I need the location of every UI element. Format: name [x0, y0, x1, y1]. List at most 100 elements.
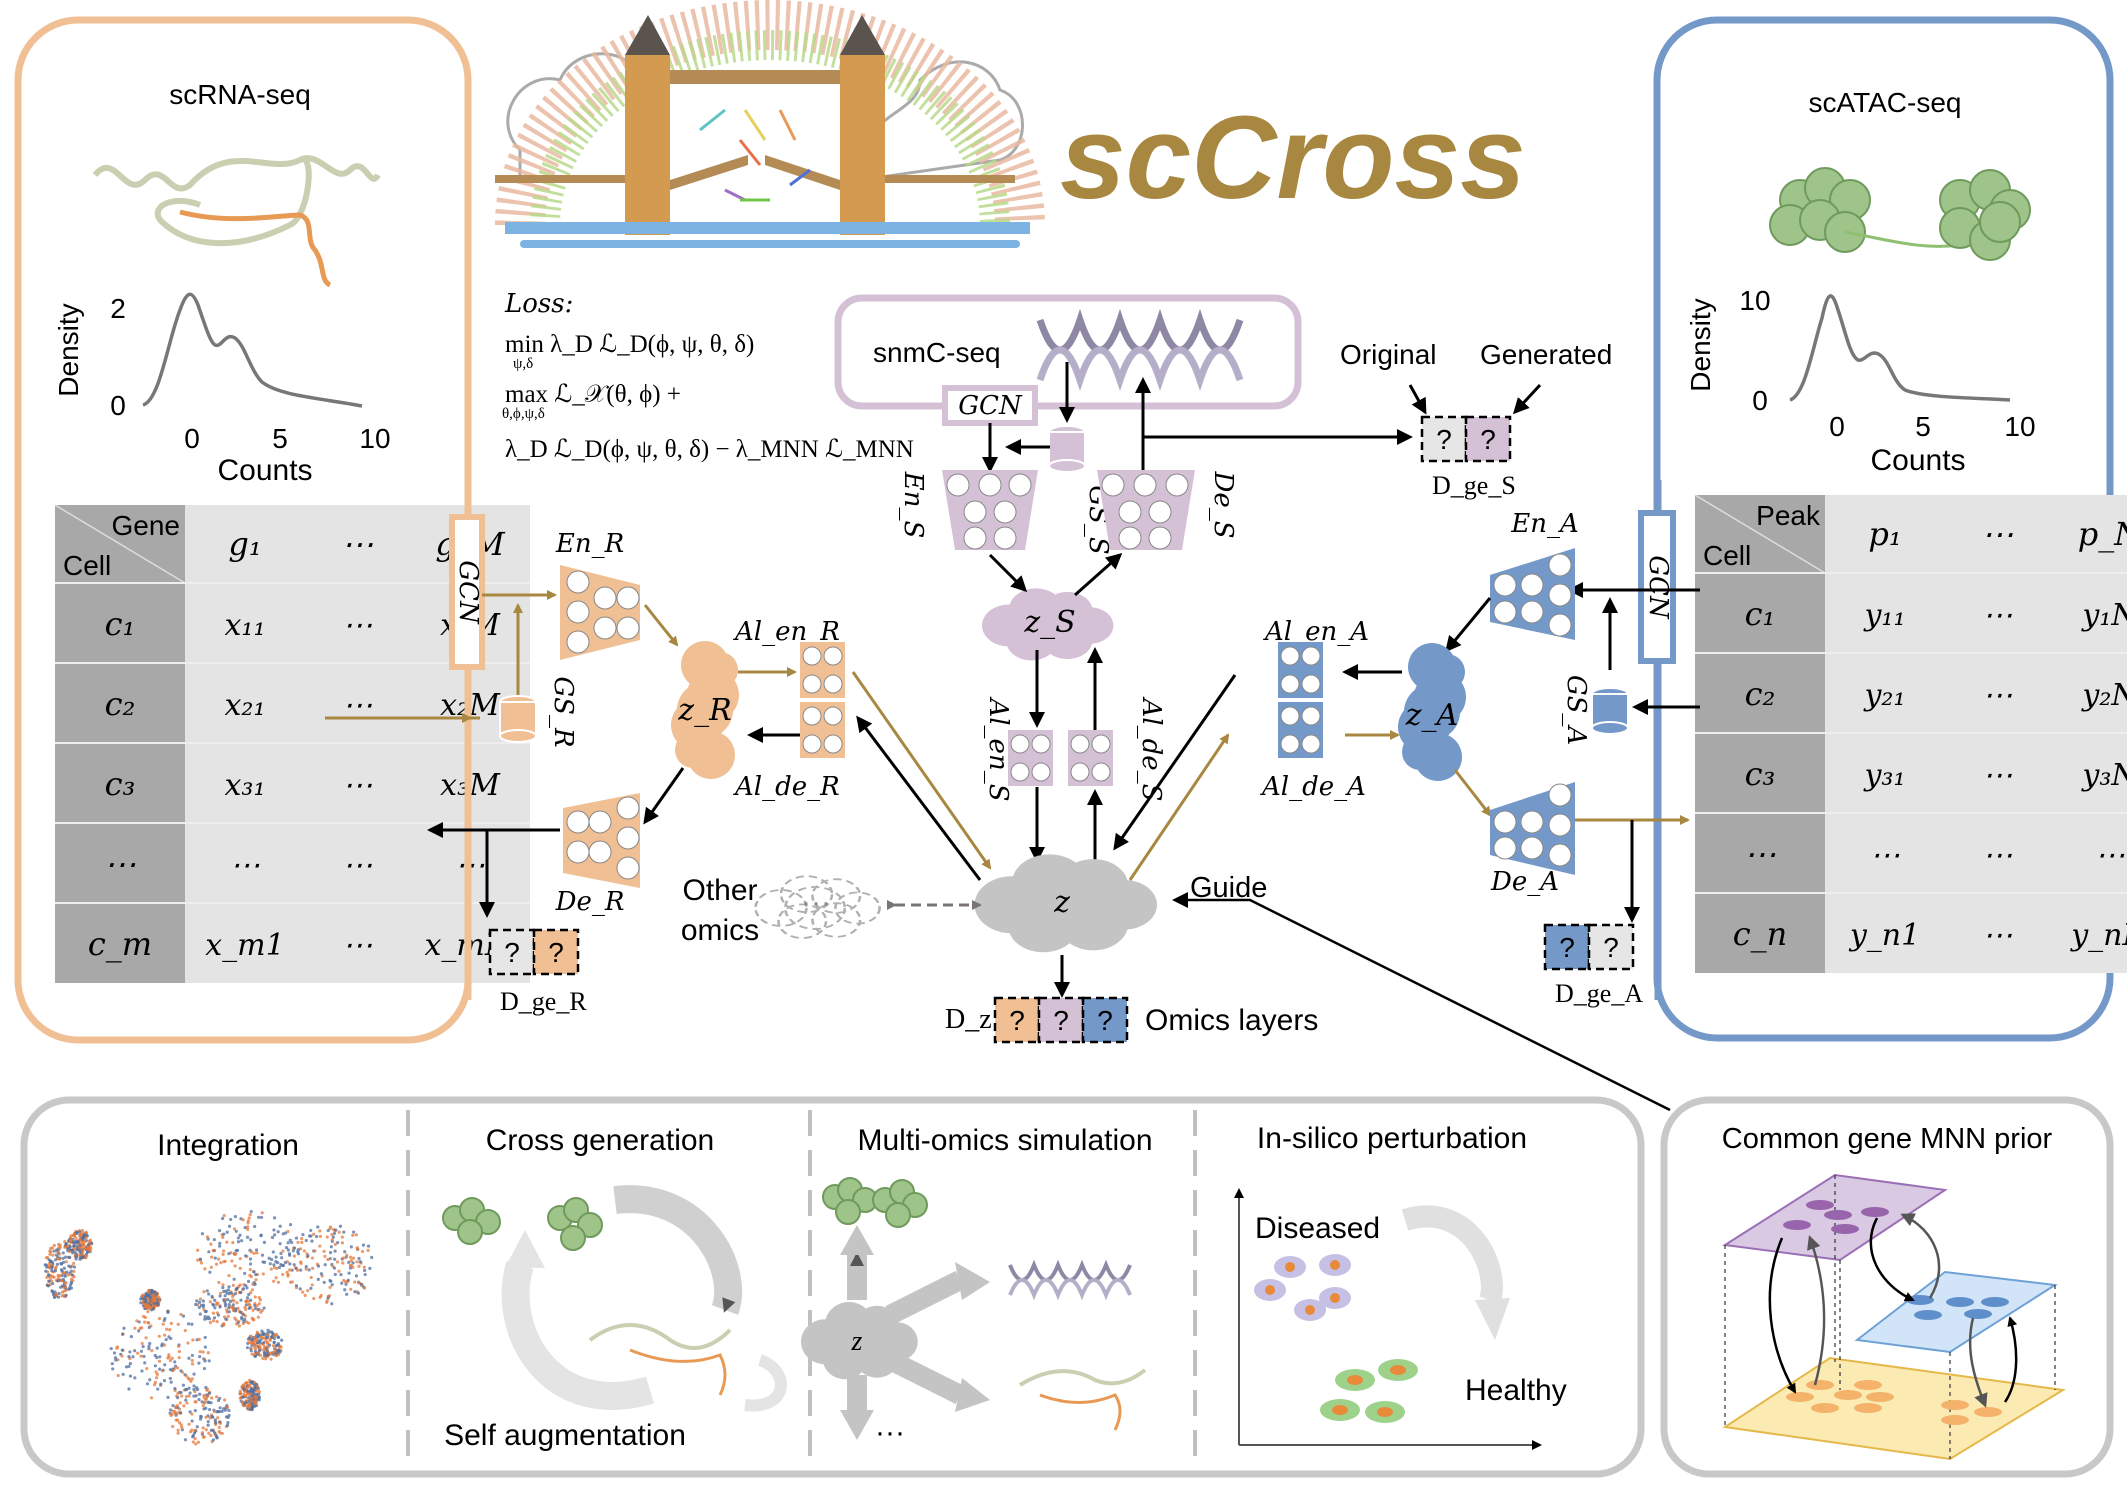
rna-xtick-10: 10	[359, 423, 390, 454]
rna-density-curve	[142, 292, 363, 408]
scatac-title: scATAC-seq	[1809, 87, 1962, 118]
rna-density-ylabel: Density	[53, 303, 84, 396]
diseased-label: Diseased	[1255, 1212, 1380, 1245]
rna-molecule-icon	[92, 155, 381, 288]
atac-density-ylabel: Density	[1685, 298, 1716, 391]
rna-row-label: c_m	[88, 925, 152, 963]
app-self-augmentation-caption: Self augmentation	[444, 1419, 686, 1452]
mnn-layers-illustration	[1722, 1173, 2066, 1461]
atac-gs-database-icon	[1591, 687, 1629, 735]
rna-density-chart: Density 2 0 0 5 10 Counts	[53, 292, 391, 487]
atac-xtick-10: 10	[2004, 411, 2035, 442]
integration-umap-plot	[43, 1209, 374, 1446]
atac-xtick-0: 0	[1829, 411, 1845, 442]
question-mark: ?	[1436, 424, 1452, 455]
snmc-decoder-label: De_S	[1208, 470, 1238, 538]
rna-cell: ⋯	[343, 768, 373, 803]
question-mark: ?	[504, 937, 520, 968]
z-label: z	[1053, 885, 1070, 920]
rna-expression-table: GeneCellg₁⋯g_Mc₁x₁₁⋯x₁Mc₂x₂₁⋯x₂Mc₃x₃₁⋯x₃…	[54, 504, 530, 983]
snmc-panel: snmC-seq GCN GS_S En_S De_S z_S Al_en_S …	[834, 294, 1413, 863]
question-mark: ?	[1480, 424, 1496, 455]
dge-a-label: D_ge_A	[1555, 979, 1643, 1008]
atac-col-header: p₁	[1868, 515, 1901, 553]
rna-cell: x₂₁	[225, 688, 266, 723]
al-de-s-label: Al_de_S	[1136, 697, 1166, 802]
atac-accessibility-table: PeakCellp₁⋯p_Nc₁y₁₁⋯y₁Nc₂y₂₁⋯y₂Nc₃y₃₁⋯y₃…	[1694, 494, 2127, 973]
question-mark: ?	[1009, 1005, 1025, 1036]
rna-xtick-0: 0	[184, 423, 200, 454]
dge-s-discriminator: Original Generated ?? D_ge_S	[1340, 339, 1612, 500]
za-label: z_A	[1405, 698, 1458, 733]
other-omics-line1: Other	[682, 874, 757, 907]
loss-equations: Loss: min λ_D ℒ_D(ϕ, ψ, θ, δ) ψ,δ max ℒ_…	[502, 289, 914, 463]
rna-gcn-box	[449, 514, 485, 670]
rna-cell: x_m1	[205, 928, 284, 963]
app-multi-omics-title: Multi-omics simulation	[857, 1124, 1152, 1157]
mnn-panel-title: Common gene MNN prior	[1722, 1123, 2053, 1155]
atac-col-header: p_N	[2078, 515, 2127, 553]
multi-omics-ellipsis: ···	[875, 1416, 905, 1449]
loss-line-3: λ_D ℒ_D(ϕ, ψ, θ, δ) − λ_MNN ℒ_MNN	[505, 436, 914, 463]
question-mark: ?	[1053, 1005, 1069, 1036]
al-de-s-block	[1068, 730, 1113, 786]
atac-encoder	[1490, 548, 1575, 640]
cross-generation-cycle-icon	[442, 1185, 787, 1412]
atac-pipeline: GS_A En_A z_A Al_en_A Al_de_A De_A ?? D_…	[1113, 509, 1700, 1008]
rna-density-xlabel: Counts	[217, 454, 312, 487]
rna-encoder	[560, 565, 640, 660]
rna-gs-label: GS_R	[548, 676, 578, 747]
perturbation-plot-icon	[1234, 1188, 1542, 1450]
snmc-encoder-label: En_S	[898, 471, 928, 539]
app-title: scCross	[1060, 92, 1526, 224]
dge-r-label: D_ge_R	[500, 987, 587, 1016]
other-omics-line2: omics	[681, 914, 759, 947]
healthy-label: Healthy	[1465, 1374, 1567, 1407]
atac-gcn-label: GCN	[1643, 555, 1673, 620]
atac-density-curve	[1789, 294, 2011, 402]
rna-row-label: ⋯	[104, 845, 136, 883]
atac-cell: y₂₁	[1862, 678, 1905, 713]
rna-decoder	[563, 793, 640, 888]
al-de-a-block	[1278, 702, 1323, 758]
rna-gs-database-icon	[499, 695, 537, 743]
rna-ytick-0: 0	[110, 390, 126, 421]
atac-decoder	[1490, 782, 1575, 875]
rna-xtick-5: 5	[272, 423, 288, 454]
dge-a-boxes: ??	[1543, 923, 1635, 971]
atac-corner-top: Peak	[1756, 500, 1821, 531]
rna-decoder-label: De_R	[555, 887, 625, 917]
loss-label: Loss:	[504, 289, 573, 319]
guide-label: Guide	[1190, 872, 1267, 904]
rna-cell: ⋯	[343, 928, 373, 963]
al-de-r-block	[800, 702, 845, 758]
atac-ytick-10: 10	[1739, 285, 1770, 316]
applications-panel-border	[20, 1096, 1645, 1478]
atac-row-label: c₁	[1745, 595, 1776, 633]
snmc-decoder	[1097, 470, 1195, 550]
snmc-gcn-label: GCN	[958, 391, 1023, 421]
atac-cell: ⋯	[1870, 838, 1900, 873]
atac-cell: y_nN	[2069, 918, 2127, 953]
atac-density-xlabel: Counts	[1870, 444, 1965, 477]
atac-cell: ⋯	[1983, 678, 2013, 713]
zs-label: z_S	[1023, 605, 1075, 640]
atac-col-header: ⋯	[1982, 515, 2014, 553]
atac-cell: ⋯	[1983, 598, 2013, 633]
atac-cell: ⋯	[1983, 758, 2013, 793]
dge-s-boxes: ??	[1420, 415, 1512, 463]
atac-ytick-0: 0	[1752, 385, 1768, 416]
mnn-panel-border	[1660, 1096, 2114, 1478]
rna-ytick-2: 2	[110, 293, 126, 324]
atac-density-chart: Density 10 0 0 5 10 Counts	[1685, 285, 2036, 477]
atac-xtick-5: 5	[1915, 411, 1931, 442]
loss-line-2-sub: θ,ϕ,ψ,δ	[502, 406, 545, 422]
loss-line-1-sub: ψ,δ	[513, 356, 533, 372]
atac-gs-label: GS_A	[1561, 675, 1591, 745]
atac-cell: y₁N	[2080, 598, 2127, 633]
atac-decoder-label: De_A	[1490, 867, 1559, 897]
dge-r-boxes: ??	[488, 928, 580, 976]
atac-cell: y_n1	[1848, 918, 1920, 953]
question-mark: ?	[1559, 932, 1575, 963]
